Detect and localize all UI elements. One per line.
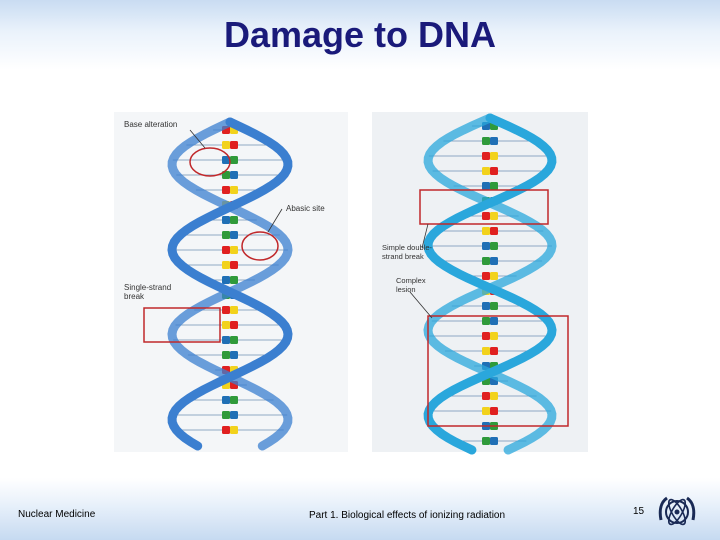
nucleotide-base (490, 137, 498, 145)
nucleotide-base (222, 171, 230, 179)
nucleotide-base (222, 411, 230, 419)
nucleotide-base (490, 332, 498, 340)
nucleotide-base (482, 212, 490, 220)
nucleotide-base (222, 321, 230, 329)
nucleotide-base (230, 156, 238, 164)
nucleotide-base (222, 231, 230, 239)
nucleotide-base (490, 317, 498, 325)
nucleotide-base (230, 261, 238, 269)
nucleotide-base (490, 227, 498, 235)
label-single-strand-break-2: break (124, 292, 145, 301)
label-complex-lesion-1: Complex (396, 276, 426, 285)
nucleotide-base (490, 407, 498, 415)
backbone-strand (423, 113, 557, 455)
nucleotide-base (230, 351, 238, 359)
base-alteration-marker (189, 147, 231, 177)
nucleotide-base (482, 302, 490, 310)
nucleotide-base (230, 336, 238, 344)
nucleotide-base (490, 212, 498, 220)
nucleotide-base (482, 227, 490, 235)
left-dna-helix (167, 117, 293, 451)
organization-logo-icon (658, 496, 696, 526)
nucleotide-base (490, 152, 498, 160)
label-double-strand-break-1: Simple double- (382, 243, 433, 252)
complex-lesion-leader (409, 291, 433, 319)
nucleotide-base (230, 396, 238, 404)
slide-title: Damage to DNA (223, 14, 497, 55)
nucleotide-base (230, 411, 238, 419)
complex-lesion-box (427, 315, 569, 427)
label-double-strand-break-2: strand break (382, 252, 424, 261)
nucleotide-base (490, 302, 498, 310)
nucleotide-base (222, 336, 230, 344)
right-dna-helix (423, 113, 557, 455)
nucleotide-base (490, 167, 498, 175)
label-single-strand-break-1: Single-strand (124, 283, 171, 292)
nucleotide-base (490, 392, 498, 400)
nucleotide-base (490, 242, 498, 250)
header-band (0, 0, 720, 70)
nucleotide-base (482, 272, 490, 280)
footer-course-name: Nuclear Medicine (18, 509, 96, 520)
nucleotide-base (230, 141, 238, 149)
nucleotide-base (222, 186, 230, 194)
nucleotide-base (482, 167, 490, 175)
nucleotide-base (230, 426, 238, 434)
nucleotide-base (222, 141, 230, 149)
footer-section-title: Part 1. Biological effects of ionizing r… (309, 510, 506, 521)
nucleotide-base (222, 246, 230, 254)
base-alteration-leader (189, 129, 206, 149)
nucleotide-base (230, 306, 238, 314)
nucleotide-base (490, 347, 498, 355)
label-base-alteration: Base alteration (124, 120, 177, 129)
page-number: 15 (633, 506, 645, 517)
nucleotide-base (222, 306, 230, 314)
footer-band (0, 478, 720, 540)
nucleotide-base (222, 396, 230, 404)
nucleotide-base (482, 332, 490, 340)
nucleotide-base (230, 216, 238, 224)
single-strand-break-box (143, 307, 221, 343)
nucleotide-base (222, 216, 230, 224)
nucleotide-base (222, 276, 230, 284)
nucleotide-base (222, 426, 230, 434)
nucleotide-base (482, 347, 490, 355)
nucleotide-base (230, 321, 238, 329)
double-strand-break-box (419, 189, 549, 225)
nucleotide-base (482, 392, 490, 400)
nucleotide-base (490, 437, 498, 445)
backbone-strand (167, 117, 293, 451)
nucleotide-base (490, 182, 498, 190)
nucleotide-base (230, 276, 238, 284)
backbone-strand (423, 113, 557, 455)
abasic-site-leader (267, 208, 283, 233)
nucleotide-base (230, 171, 238, 179)
label-complex-lesion-2: lesion (396, 285, 416, 294)
double-strand-break-leader (421, 223, 429, 249)
nucleotide-base (222, 156, 230, 164)
nucleotide-base (482, 407, 490, 415)
nucleotide-base (482, 182, 490, 190)
nucleotide-base (482, 242, 490, 250)
nucleotide-base (230, 186, 238, 194)
dna-damage-figure: Base alteration Abasic site Single-stran… (114, 112, 588, 455)
nucleotide-base (230, 246, 238, 254)
nucleotide-base (222, 351, 230, 359)
nucleotide-base (222, 261, 230, 269)
nucleotide-base (230, 231, 238, 239)
nucleotide-base (482, 257, 490, 265)
nucleotide-base (482, 152, 490, 160)
nucleotide-base (482, 317, 490, 325)
nucleotide-base (482, 137, 490, 145)
backbone-strand (167, 117, 293, 451)
nucleotide-base (490, 272, 498, 280)
abasic-site-marker (241, 231, 279, 261)
nucleotide-base (490, 257, 498, 265)
label-abasic-site: Abasic site (286, 204, 325, 213)
nucleotide-base (482, 437, 490, 445)
